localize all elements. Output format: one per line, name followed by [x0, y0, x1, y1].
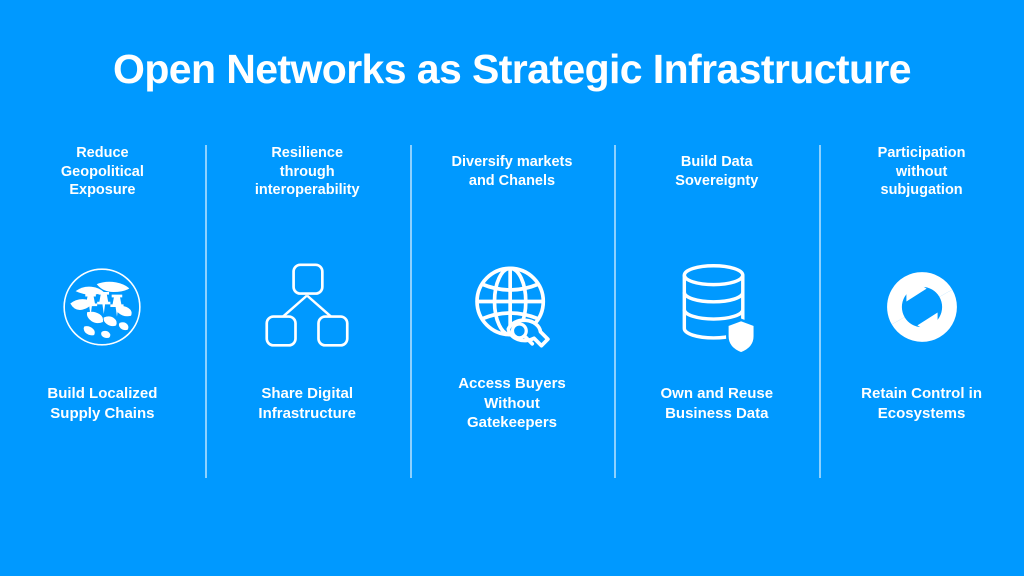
pillar-footer-1-line2: Supply Chains: [50, 404, 155, 422]
pillar-columns: Reduce Geopolitical Exposure: [0, 132, 1024, 482]
pillar-heading-1-line3: Exposure: [69, 182, 136, 199]
pillar-heading-4-line2: Sovereignty: [675, 172, 759, 189]
pillar-heading-1-line1: Reduce: [76, 145, 129, 161]
pillar-column-3: Diversify markets and Chanels: [409, 132, 615, 482]
pillar-column-5: Participation without subjugation: [819, 132, 1024, 482]
pillar-footer-3-line3: Gatekeepers: [466, 414, 558, 431]
pillar-heading-3-line2: and Chanels: [468, 172, 556, 189]
pillar-heading-3: Diversify markets and Chanels: [410, 132, 615, 242]
pillar-heading-5: Participation without subjugation: [819, 132, 1024, 242]
globe-search-icon: [410, 242, 615, 372]
pillar-heading-5-line3: subjugation: [880, 182, 963, 199]
pillar-footer-1-line1: Build Localized: [47, 385, 158, 402]
pillar-footer-2-line1: Share Digital: [261, 385, 354, 402]
pillar-heading-5-line1: Participation: [877, 145, 966, 161]
pillar-heading-2-line3: interoperability: [254, 182, 360, 199]
page-title: Open Networks as Strategic Infrastructur…: [113, 46, 912, 92]
pillar-heading-1: Reduce Geopolitical Exposure: [0, 132, 205, 242]
pillar-heading-5-line2: without: [895, 163, 948, 180]
pillar-footer-5: Retain Control in Ecosystems: [819, 372, 1024, 482]
pillar-footer-4: Own and Reuse Business Data: [614, 372, 819, 482]
pillar-footer-4-line2: Business Data: [665, 404, 769, 422]
column-divider-3: [614, 145, 617, 478]
pillar-footer-1: Build Localized Supply Chains: [0, 372, 205, 482]
globe-with-map-pins-icon: [0, 242, 205, 372]
pillar-column-1: Reduce Geopolitical Exposure: [0, 132, 205, 482]
pillar-column-4: Build Data Sovereignty Own and Reuse: [614, 132, 819, 482]
pillar-footer-3-line2: Without: [484, 394, 540, 412]
pillar-heading-4: Build Data Sovereignty: [614, 132, 819, 242]
pillar-footer-4-line1: Own and Reuse: [660, 385, 774, 402]
column-divider-1: [204, 145, 207, 478]
column-divider-2: [409, 145, 412, 478]
refresh-cycle-icon: [819, 242, 1024, 372]
pillar-footer-3: Access Buyers Without Gatekeepers: [410, 372, 615, 482]
network-hierarchy-icon: [205, 242, 410, 372]
pillar-footer-2: Share Digital Infrastructure: [205, 372, 410, 482]
pillar-heading-2-line1: Resilience: [271, 145, 344, 161]
column-divider-4: [819, 145, 822, 478]
pillar-heading-4-line1: Build Data: [680, 154, 753, 170]
pillar-heading-3-line1: Diversify markets: [451, 154, 573, 170]
pillar-footer-5-line2: Ecosystems: [877, 404, 966, 422]
pillar-footer-3-line1: Access Buyers: [458, 375, 566, 392]
pillar-footer-5-line1: Retain Control in: [861, 385, 982, 402]
database-shield-icon: [614, 242, 819, 372]
pillar-footer-2-line2: Infrastructure: [258, 404, 356, 422]
pillar-column-2: Resilience through interoperability Shar…: [204, 132, 410, 482]
pillar-heading-2: Resilience through interoperability: [205, 132, 410, 242]
pillar-heading-1-line2: Geopolitical: [60, 163, 144, 180]
pillar-heading-2-line2: through: [279, 163, 335, 180]
